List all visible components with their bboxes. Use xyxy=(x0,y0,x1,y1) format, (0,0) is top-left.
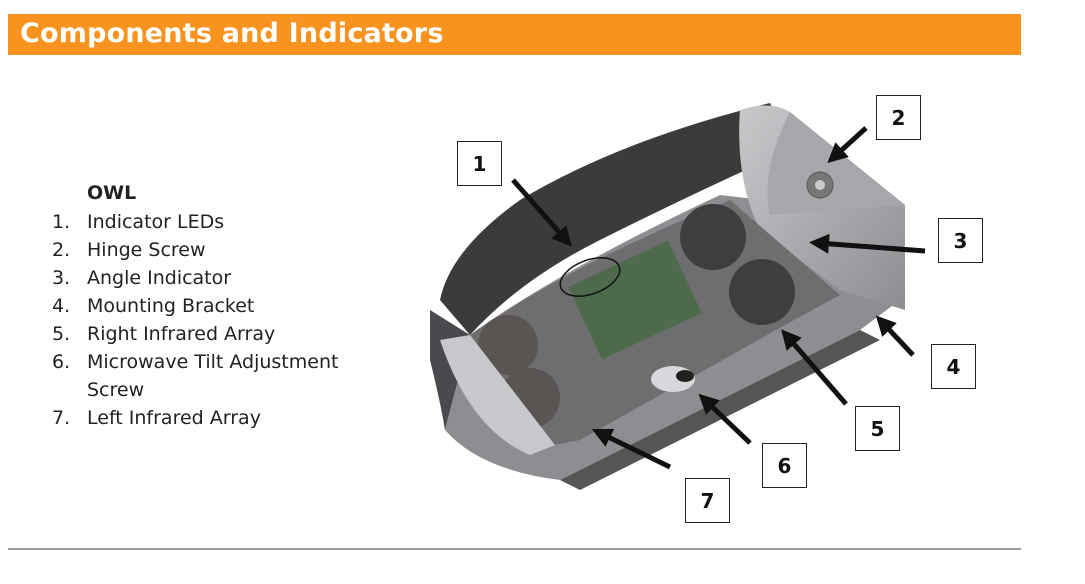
item-number: 6. xyxy=(52,351,71,373)
led-highlight-ellipse xyxy=(559,257,621,297)
callout-1: 1 xyxy=(457,141,502,186)
section-header: Components and Indicators xyxy=(8,14,1021,55)
section-title: Components and Indicators xyxy=(20,18,444,49)
item-number: 4. xyxy=(52,295,71,317)
item-number: 5. xyxy=(52,323,71,345)
callout-arrow-2 xyxy=(827,126,868,164)
callout-arrow-6 xyxy=(698,393,752,445)
item-label: Mounting Bracket xyxy=(87,295,255,317)
callout-7: 7 xyxy=(685,478,730,523)
device-top-shell xyxy=(440,103,790,335)
item-number: 3. xyxy=(52,267,71,289)
item-label: Hinge Screw xyxy=(87,239,206,261)
callout-arrow-5 xyxy=(781,329,848,406)
item-label: Angle Indicator xyxy=(87,267,232,289)
callout-6: 6 xyxy=(762,443,807,488)
callout-arrow-4 xyxy=(875,315,915,357)
item-label: Right Infrared Array xyxy=(87,323,276,345)
item-number: 7. xyxy=(52,407,71,429)
item-number: 1. xyxy=(52,211,71,233)
item-number: 2. xyxy=(52,239,71,261)
callout-3: 3 xyxy=(938,218,983,263)
bottom-divider xyxy=(8,548,1021,550)
callout-4: 4 xyxy=(931,344,976,389)
item-label: Indicator LEDs xyxy=(87,211,225,233)
callout-5: 5 xyxy=(855,406,900,451)
list-title: OWL xyxy=(87,182,137,204)
item-label: Left Infrared Array xyxy=(87,407,261,429)
item-label: Microwave Tilt Adjustment Screw xyxy=(87,351,339,401)
callout-arrow-3 xyxy=(809,233,926,254)
callout-2: 2 xyxy=(876,95,921,140)
callout-arrow-7 xyxy=(591,428,672,470)
callout-arrow-1 xyxy=(511,178,572,247)
